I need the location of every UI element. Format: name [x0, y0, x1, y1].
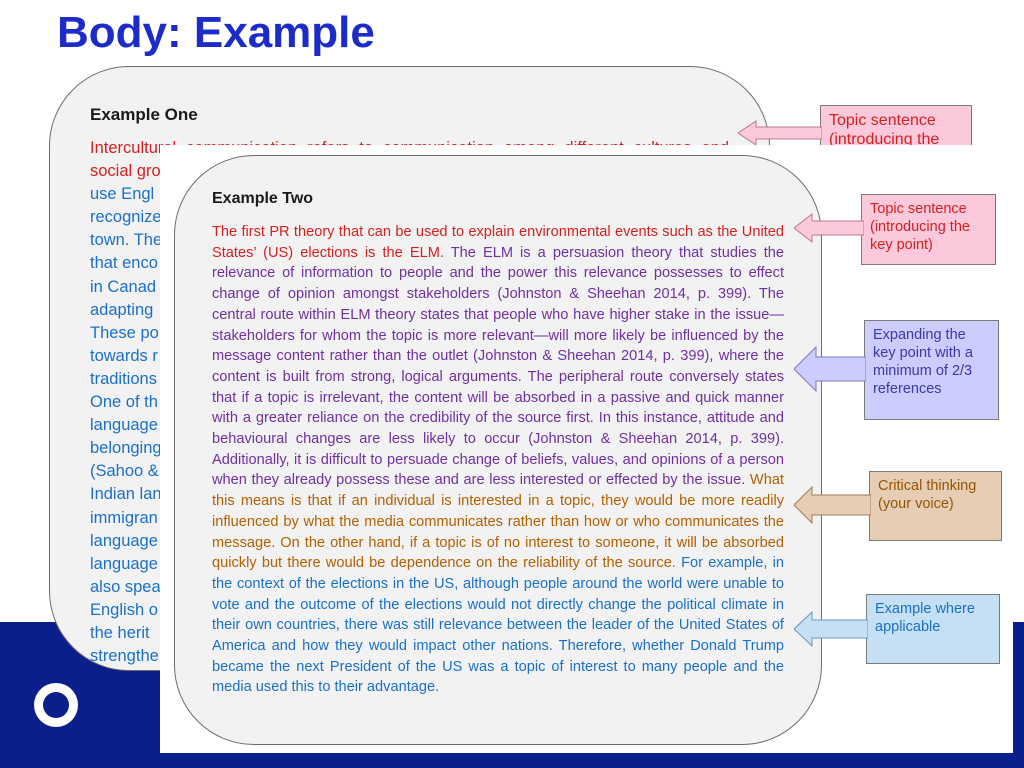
expanding-note: Expanding the key point with a minimum o…: [864, 320, 999, 420]
example-one-line: use Engl: [90, 185, 155, 204]
example-one-line: (Sahoo &: [90, 462, 159, 481]
example-one-line: town. The: [90, 231, 163, 250]
example-one-line: that enco: [90, 254, 158, 273]
example-two-heading: Example Two: [212, 190, 314, 207]
example-one-line: also spea: [90, 577, 161, 596]
topic-sentence-text: The first PR theory that can be used to …: [212, 224, 784, 261]
example-one-note-clip: Topic sentence (introducing the: [820, 105, 972, 145]
example-one-line: adapting: [90, 300, 154, 319]
example-two-panel: Example Two The first PR theory that can…: [174, 155, 822, 745]
example-one-line: strengthe: [90, 647, 159, 666]
example-one-line-starts: use Engl recognize town. The that enco in Ca…: [90, 183, 729, 668]
example-arrow-icon: [794, 611, 868, 647]
topic-sentence-arrow-icon: [794, 212, 864, 244]
critical-thinking-note: Critical thinking (your voice): [869, 471, 1002, 541]
topic-sentence-note: Topic sentence (introducing the key poin…: [861, 194, 996, 265]
critical-thinking-arrow-icon: [794, 486, 871, 524]
example-one-line: language: [90, 531, 158, 550]
example-one-line: belonging: [90, 439, 162, 458]
example-one-line: towards r: [90, 346, 158, 365]
example-one-line: One of th: [90, 393, 158, 412]
expanding-text: The ELM is a persuasion theory that stud…: [212, 244, 784, 489]
example-one-line: language: [90, 416, 158, 435]
example-two-paragraph: The first PR theory that can be used to …: [212, 222, 784, 698]
example-text: For example, in the context of the elect…: [212, 555, 784, 696]
critical-thinking-text: What this means is that if an individual…: [212, 472, 784, 572]
example-one-heading: Example One: [90, 105, 198, 124]
example-one-line: traditions: [90, 369, 157, 388]
example-one-line: immigran: [90, 508, 158, 527]
example-one-topic-note: Topic sentence (introducing the: [820, 105, 972, 145]
example-one-line: English o: [90, 600, 158, 619]
example-one-topic-arrow-icon: [738, 120, 822, 146]
example-note: Example where applicable: [866, 594, 1000, 664]
example-one-line: Indian lan: [90, 485, 162, 504]
example-one-line: language: [90, 554, 158, 573]
example-one-line: recognize: [90, 208, 162, 227]
example-one-line: These po: [90, 323, 159, 342]
example-one-line: in Canad: [90, 277, 157, 296]
example-one-line: the herit: [90, 623, 150, 642]
expanding-arrow-icon: [794, 346, 866, 392]
university-logo: [34, 683, 78, 727]
slide-title: Body: Example: [57, 8, 375, 57]
